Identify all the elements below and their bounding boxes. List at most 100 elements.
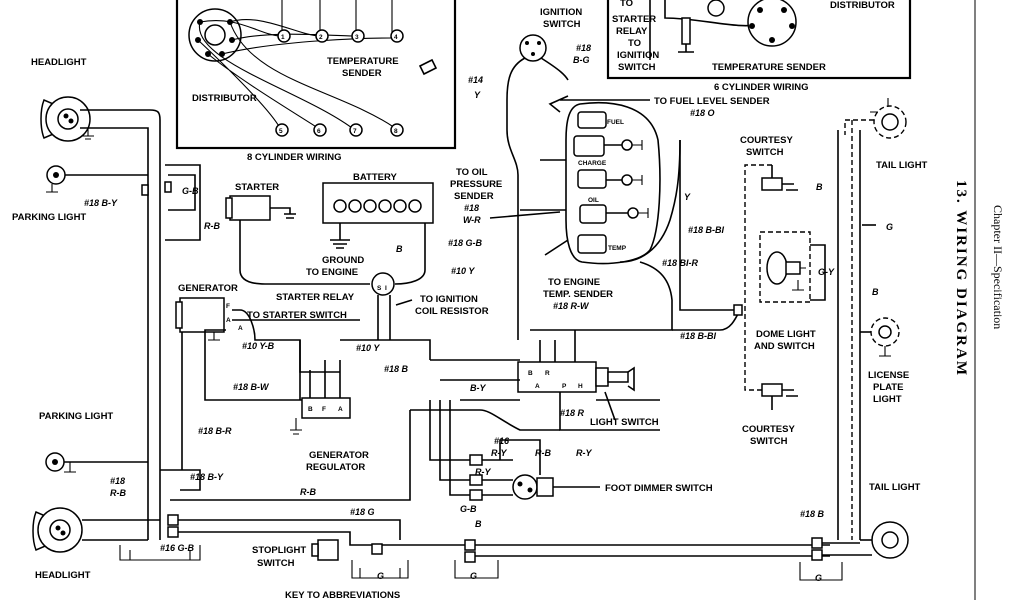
section-title: 13. WIRING DIAGRAM [953, 180, 969, 377]
distributor-6-label: DISTRIBUTOR [830, 0, 895, 11]
wire-14: #14 [468, 75, 483, 85]
license-plate-light: LICENSE PLATE LIGHT [868, 317, 909, 405]
ls-r: R [545, 370, 550, 377]
wire-18-by-bottom: #18 B-Y [190, 472, 224, 482]
to-engine-temp-label-1: TO ENGINE [548, 277, 600, 288]
eight-cylinder-title: 8 CYLINDER WIRING [247, 152, 341, 163]
generator-regulator: B F A [290, 360, 351, 435]
to-starter-relay-label-2: RELAY [616, 26, 648, 37]
parking-light-bottom-label: PARKING LIGHT [39, 411, 113, 422]
headlight-bottom: HEADLIGHT [32, 507, 160, 581]
light-switch: B R A P H [517, 361, 635, 393]
wire-b-dimmer: B [475, 519, 482, 529]
wire-g-right: G [886, 222, 893, 232]
wire-16-gb: #16 G-B [160, 543, 195, 553]
stoplight-label-2: SWITCH [257, 558, 295, 569]
to-fuel-sender-label: TO FUEL LEVEL SENDER [654, 96, 770, 107]
wire-g-stop: G [377, 571, 384, 581]
wire-18-gb: #18 G-B [448, 238, 483, 248]
wire-y-right: Y [684, 192, 691, 202]
ls-b: B [528, 370, 533, 377]
stoplight-switch: STOPLIGHT SWITCH [252, 539, 339, 569]
license-label-1: LICENSE [868, 370, 909, 381]
ignition-switch-label-2: SWITCH [543, 19, 581, 30]
starter-label: STARTER [235, 182, 279, 193]
terminal-7: 7 [353, 128, 357, 135]
battery: BATTERY [322, 172, 434, 285]
temp-sender-6-label: TEMPERATURE SENDER [712, 62, 826, 73]
ls-a: A [535, 383, 540, 390]
wire-18-bw: #18 B-W [233, 382, 270, 392]
to-oil-label-3: SENDER [454, 191, 494, 202]
reg-f: F [322, 406, 326, 413]
to-ign-label-3: SWITCH [618, 62, 656, 73]
six-cylinder-title: 6 CYLINDER WIRING [714, 82, 808, 93]
wire-18-rw: #18 R-W [553, 301, 590, 311]
starter: STARTER [225, 182, 296, 221]
temp-sender-8-label-b: SENDER [342, 68, 382, 79]
wire-10-y-2: #10 Y [356, 343, 380, 353]
chapter-title: Chapter II—Specification [991, 205, 1005, 329]
tail-light-bottom: TAIL LIGHT [860, 482, 921, 559]
to-oil-label-2: PRESSURE [450, 179, 502, 190]
wire-18-wr-2: W-R [463, 215, 481, 225]
gen-f: F [226, 303, 230, 310]
wire-16-ry-1: #16 [494, 436, 510, 446]
terminal-4: 4 [394, 34, 398, 41]
to-ign-coil-label-2: COIL RESISTOR [415, 306, 489, 317]
courtesy-top-label-2: SWITCH [746, 147, 784, 158]
wire-by-ls: B-Y [470, 383, 486, 393]
wire-ry-2: R-Y [576, 448, 592, 458]
dome-label-2: AND SWITCH [754, 341, 815, 352]
wire-18-br: #18 B-R [198, 426, 232, 436]
temp-sender-8-label-a: TEMPERATURE [327, 56, 399, 67]
to-starter-relay-label-1: STARTER [612, 14, 656, 25]
gauge-oil-label: OIL [588, 197, 599, 204]
generator-label: GENERATOR [178, 283, 238, 294]
eight-cylinder-wiring-box: 1 2 3 4 5 6 7 8 TEMPERATURE SENDER DISTR… [175, 0, 457, 163]
ls-h: H [578, 383, 583, 390]
wire-b-right: B [816, 182, 823, 192]
to-label-1: TO [620, 0, 633, 9]
ignition-switch: IGNITION SWITCH #18 B-G [506, 7, 591, 340]
gauge-temp-label: TEMP [608, 245, 627, 252]
wire-18-bi: #18 B-BI [680, 331, 717, 341]
relay-s: S [377, 285, 382, 292]
wire-18-o: #18 O [690, 108, 715, 118]
instrument-cluster: FUEL CHARGE OIL TEMP [565, 101, 661, 265]
to-starter-switch-label: TO STARTER SWITCH [247, 310, 347, 321]
wire-10-y-1: #10 Y [451, 266, 475, 276]
terminal-6: 6 [317, 128, 321, 135]
foot-dimmer-label: FOOT DIMMER SWITCH [605, 483, 713, 494]
wire-18-bibk: #18 B-BI [688, 225, 725, 235]
wire-rb-b: R-B [110, 488, 126, 498]
key-to-abbreviations: KEY TO ABBREVIATIONS [285, 590, 400, 600]
wire-b-battery: B [396, 244, 403, 254]
wire-18-b-2: #18 B [800, 509, 825, 519]
parking-light-top-label: PARKING LIGHT [12, 212, 86, 223]
wire-18-by-top: #18 B-Y [84, 198, 118, 208]
dome-label-1: DOME LIGHT [756, 329, 816, 340]
parking-light-top: PARKING LIGHT #18 B-Y [12, 165, 148, 223]
wire-18-rb-a: #18 [110, 476, 125, 486]
wire-18-bg-1: #18 [576, 43, 591, 53]
tail-light-top-label: TAIL LIGHT [876, 160, 928, 171]
ignition-switch-label-1: IGNITION [540, 7, 582, 18]
wire-gb-dimmer: G-B [460, 504, 477, 514]
to-ign-label-1: TO [628, 38, 641, 49]
generator: GENERATOR F A A [175, 283, 243, 341]
relay-i: I [385, 285, 387, 292]
reg-b: B [308, 406, 313, 413]
battery-label: BATTERY [353, 172, 397, 183]
gen-a: A [226, 317, 231, 324]
courtesy-bottom-label-1: COURTESY [742, 424, 795, 435]
terminal-1: 1 [281, 34, 285, 41]
wire-18-r: #18 R [560, 408, 585, 418]
wire-g-rear: G [815, 573, 822, 583]
foot-dimmer-switch [512, 474, 600, 500]
ground-label-2: TO ENGINE [306, 267, 358, 278]
tail-light-top: TAIL LIGHT [870, 98, 928, 171]
to-ign-label-2: IGNITION [617, 50, 659, 61]
starter-relay-label: STARTER RELAY [276, 292, 355, 303]
